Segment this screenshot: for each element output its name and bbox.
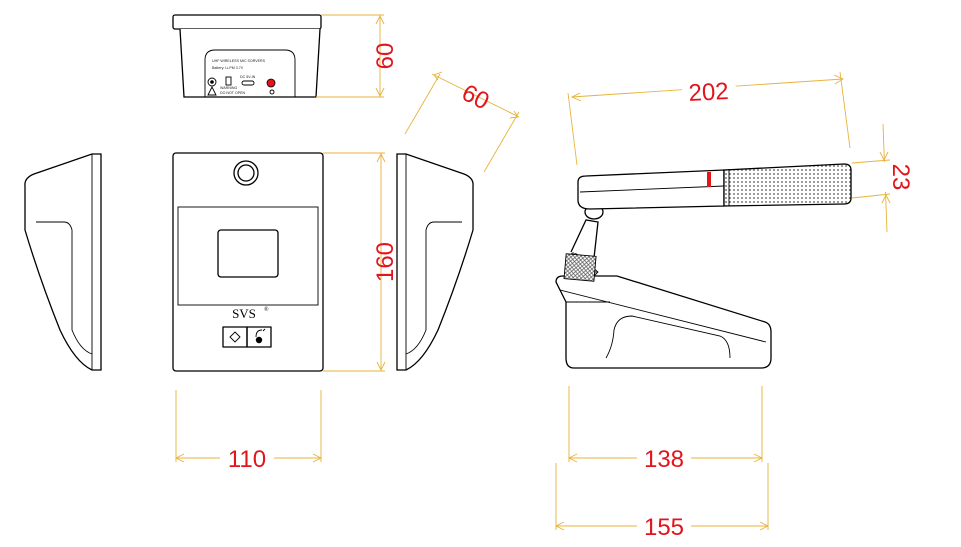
port-label: DC 5V-IN	[240, 75, 256, 79]
speaker-person-icon	[255, 328, 266, 344]
usb-port	[241, 80, 255, 86]
mic-socket-outer	[233, 160, 259, 186]
diamond-icon	[229, 331, 241, 343]
base-side-groove	[605, 315, 731, 359]
base-housing	[555, 275, 772, 369]
brand-logo: SVS	[232, 306, 256, 321]
brand-registered-mark: ®	[264, 306, 269, 313]
dimension-label-side-depth: 60	[457, 79, 493, 115]
dimension-overall-length: 155	[554, 463, 770, 541]
left-side-groove	[36, 221, 93, 355]
warning-triangle-icon	[207, 85, 217, 96]
dimension-side-depth: 60	[404, 71, 520, 173]
mic-socket-inner	[237, 164, 255, 182]
front-view: SVS ®	[172, 152, 324, 372]
reset-pin-hole	[269, 89, 275, 95]
mic-mesh-head	[723, 163, 852, 207]
dimension-label-top-height: 60	[372, 43, 399, 70]
dimension-base-length: 138	[567, 386, 764, 473]
speak-button[interactable]	[246, 326, 272, 348]
front-label-panel	[177, 206, 319, 306]
dimension-front-width: 110	[174, 390, 323, 473]
warning-subtitle: DO NOT OPEN	[220, 91, 245, 95]
dimension-label-mic-diameter: 23	[887, 164, 914, 191]
recycle-bin-icon	[225, 76, 232, 86]
dimension-label-overall-length: 155	[644, 514, 684, 541]
dimension-mic-length: 202	[567, 71, 851, 166]
dimension-label-mic-length: 202	[688, 78, 729, 107]
top-view-body	[179, 28, 321, 98]
dimension-front-height: 160	[323, 152, 399, 372]
left-side-view	[24, 153, 102, 371]
gooseneck-collar	[563, 253, 597, 282]
dimension-mic-diameter: 23	[851, 123, 914, 233]
right-side-view	[396, 153, 474, 371]
back-panel-line1: UHF WIRELESS MIC SORVERS	[212, 59, 266, 63]
mic-status-ring	[707, 172, 711, 187]
base-top-edge	[555, 281, 767, 343]
top-view: UHF WIRELESS MIC SORVERS Battery: Li-PM …	[172, 14, 322, 98]
front-view-body	[172, 152, 324, 372]
dimension-top-height: 60	[316, 14, 399, 98]
back-panel-recess	[204, 49, 296, 97]
dimension-label-front-height: 160	[372, 242, 399, 282]
dimension-label-base-length: 138	[644, 446, 684, 473]
display-screen	[217, 229, 279, 278]
right-side-groove	[405, 221, 462, 355]
gooseneck-stem	[570, 219, 599, 259]
warning-title: WARNING	[220, 86, 237, 90]
antenna-jack-core	[210, 80, 214, 84]
left-side-housing	[24, 153, 102, 371]
right-side-housing	[396, 153, 474, 371]
back-panel-line2: Battery: Li-PM 3.7V	[212, 66, 244, 70]
profile-view	[555, 163, 852, 369]
top-view-lid	[172, 14, 322, 30]
power-led-red	[266, 78, 276, 88]
dimension-label-front-width: 110	[228, 446, 266, 473]
mic-body	[577, 169, 725, 210]
